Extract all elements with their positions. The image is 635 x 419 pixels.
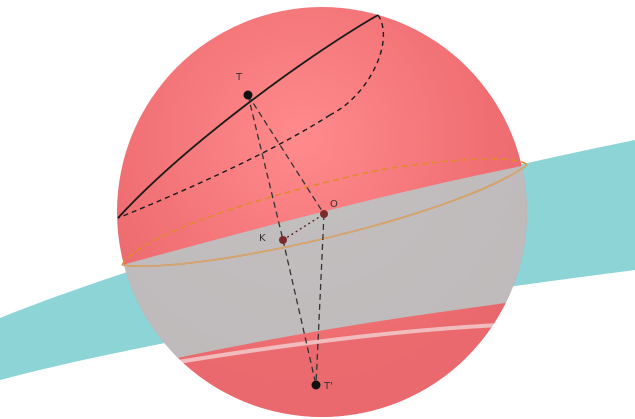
point-t bbox=[243, 90, 253, 100]
segment-t-o bbox=[247, 94, 325, 215]
segment-k-tprime bbox=[282, 239, 317, 386]
point-o bbox=[320, 210, 328, 218]
plane-inside-sphere bbox=[122, 165, 527, 370]
section-circle-front-shade bbox=[121, 164, 528, 267]
point-tprime bbox=[311, 380, 321, 390]
label-tprime: T' bbox=[323, 381, 333, 392]
label-k: K bbox=[259, 233, 266, 244]
upper-circle-front bbox=[117, 14, 379, 219]
label-o: O bbox=[330, 199, 338, 210]
segment-t-k bbox=[247, 94, 284, 241]
point-k bbox=[279, 236, 287, 244]
upper-circle-back-upper bbox=[329, 14, 384, 116]
segment-k-o bbox=[282, 213, 325, 241]
segment-o-tprime bbox=[315, 213, 325, 386]
upper-circle-back-lower bbox=[117, 114, 331, 219]
label-t: T bbox=[235, 72, 243, 83]
plane-edge-highlight bbox=[159, 323, 501, 367]
section-circle-back bbox=[121, 158, 528, 266]
